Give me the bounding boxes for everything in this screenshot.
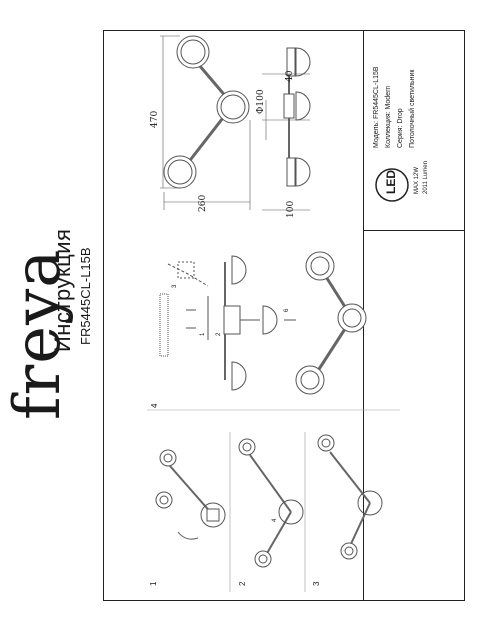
step-number-3: 3: [312, 581, 321, 586]
dim-height: 100: [286, 200, 296, 218]
dim-depth: 40: [285, 70, 295, 82]
dim-diameter: Φ100: [256, 89, 266, 114]
info-collection: Коллекция: Modern: [385, 86, 392, 148]
step-number-4: 4: [150, 403, 159, 408]
info-series-label: Серия:: [397, 125, 404, 149]
step4-drawing: [159, 251, 367, 395]
info-type: Потолочный светильник: [409, 69, 416, 148]
info-series-value: Drop: [397, 108, 404, 124]
callout-3: 3: [172, 284, 178, 288]
led-power: MAX 12W: [414, 166, 420, 194]
dim-width: 260: [198, 194, 208, 212]
info-series: Серия: Drop: [397, 108, 404, 148]
callout-6: 6: [284, 308, 290, 312]
step-number-2: 2: [238, 581, 247, 586]
info-collection-label: Коллекция:: [385, 111, 392, 148]
side-view-drawing: [262, 47, 311, 211]
callout-4: 4: [272, 518, 278, 522]
top-view-drawing: [160, 35, 251, 210]
led-logo: LED: [384, 170, 398, 194]
callout-2: 2: [216, 332, 222, 336]
step-number-1: 1: [149, 581, 158, 586]
led-badge: [375, 168, 409, 202]
step1-drawing: [155, 449, 226, 540]
led-flux: 2011 Lumen: [423, 161, 429, 194]
step3-drawing: [317, 434, 383, 560]
info-model-label: Модель:: [373, 120, 380, 148]
spec-divider: [363, 230, 465, 231]
info-collection-value: Modern: [385, 85, 392, 110]
info-model: Модель: FR5445CL-L15B: [373, 66, 380, 148]
step2-drawing: [238, 438, 304, 568]
dim-length: 470: [150, 110, 160, 128]
info-model-value: FR5445CL-L15B: [373, 66, 380, 119]
callout-1: 1: [200, 332, 206, 336]
